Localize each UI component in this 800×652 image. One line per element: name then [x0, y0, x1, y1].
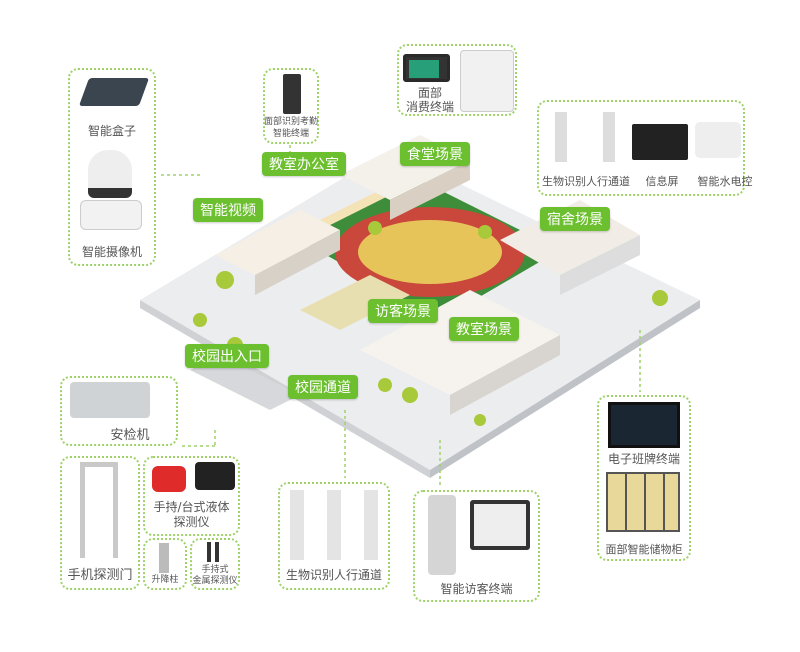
metal-detector-label-2: 金属探测仪 — [192, 576, 238, 586]
handheld-liquid-detector-image — [152, 466, 186, 492]
detector-door-image — [80, 462, 118, 558]
info-screen-image — [632, 124, 688, 160]
bio-gate-top-label: 生物识别人行通道 — [542, 175, 630, 188]
bollard-panel — [143, 538, 187, 590]
desktop-visitor-terminal-image — [470, 500, 530, 550]
metal-detector-image — [207, 542, 219, 562]
office-building — [215, 210, 340, 275]
class-board-label: 电子班牌终端 — [607, 452, 680, 466]
visitor-terminal-panel — [413, 490, 540, 602]
scene-tag-video[interactable]: 智能视频 — [193, 198, 263, 222]
video-devices-panel — [68, 68, 156, 266]
entrance-road — [190, 355, 300, 410]
bollard-label: 升降柱 — [151, 575, 179, 585]
metal-detector-label-1: 手持式 — [201, 565, 229, 575]
dorm-devices-panel — [537, 100, 745, 196]
water-meter-image — [695, 122, 741, 158]
liquid-detector-label-2: 探测仪 — [173, 515, 210, 529]
liquid-detector-panel — [143, 456, 240, 536]
scanner-image — [70, 382, 150, 418]
kiosk-image — [428, 495, 456, 575]
pos-terminal-image — [460, 50, 514, 112]
classroom-devices-panel — [597, 395, 691, 561]
classroom-building — [360, 290, 560, 395]
face-pay-label-1: 面部 — [417, 86, 442, 100]
scanner-label: 安检机 — [110, 428, 150, 443]
face-pay-terminal-image — [403, 54, 450, 82]
visitor-terminal-label: 智能访客终端 — [440, 582, 513, 596]
bio-gate-bottom-label: 生物识别人行通道 — [285, 568, 382, 582]
smart-box-image — [78, 78, 150, 106]
dome-camera-image — [88, 150, 132, 198]
liquid-detector-label-1: 手持/台式液体 — [153, 500, 230, 514]
gate-image — [555, 112, 615, 162]
metal-detector-panel — [190, 538, 240, 590]
bullet-camera-image — [80, 200, 142, 230]
visitor-building — [300, 275, 410, 330]
scene-tag-canteen[interactable]: 食堂场景 — [400, 142, 470, 166]
phone-detector-label: 手机探测门 — [67, 568, 133, 583]
scene-tag-dorm[interactable]: 宿舍场景 — [540, 207, 610, 231]
face-locker-label: 面部智能储物柜 — [605, 543, 683, 556]
face-attendance-label-1: 面部识别考勤 — [263, 117, 318, 127]
face-pay-label-2: 消费终端 — [405, 100, 454, 114]
class-board-image — [608, 402, 680, 448]
face-attendance-label-2: 智能终端 — [272, 129, 309, 139]
bio-gate-image — [290, 490, 378, 560]
face-attendance-panel — [263, 68, 319, 144]
desktop-liquid-detector-image — [195, 462, 235, 490]
face-pay-panel — [397, 44, 517, 116]
scene-tag-classroom[interactable]: 教室场景 — [449, 317, 519, 341]
water-power-label: 智能水电控 — [697, 175, 753, 188]
locker-image — [606, 472, 680, 532]
scene-tag-passage[interactable]: 校园通道 — [288, 375, 358, 399]
smart-box-label: 智能盒子 — [87, 124, 136, 138]
face-terminal-image — [283, 74, 301, 114]
scene-tag-visitor[interactable]: 访客场景 — [368, 299, 438, 323]
bollard-image — [159, 543, 169, 573]
camera-label: 智能摄像机 — [81, 245, 142, 259]
info-screen-label: 信息屏 — [645, 175, 679, 188]
phone-detector-panel — [60, 456, 140, 590]
scene-tag-office[interactable]: 教室办公室 — [262, 152, 346, 176]
scanner-panel — [60, 376, 178, 446]
bio-gate-panel — [278, 482, 390, 590]
scene-tag-entrance[interactable]: 校园出入口 — [185, 344, 269, 368]
